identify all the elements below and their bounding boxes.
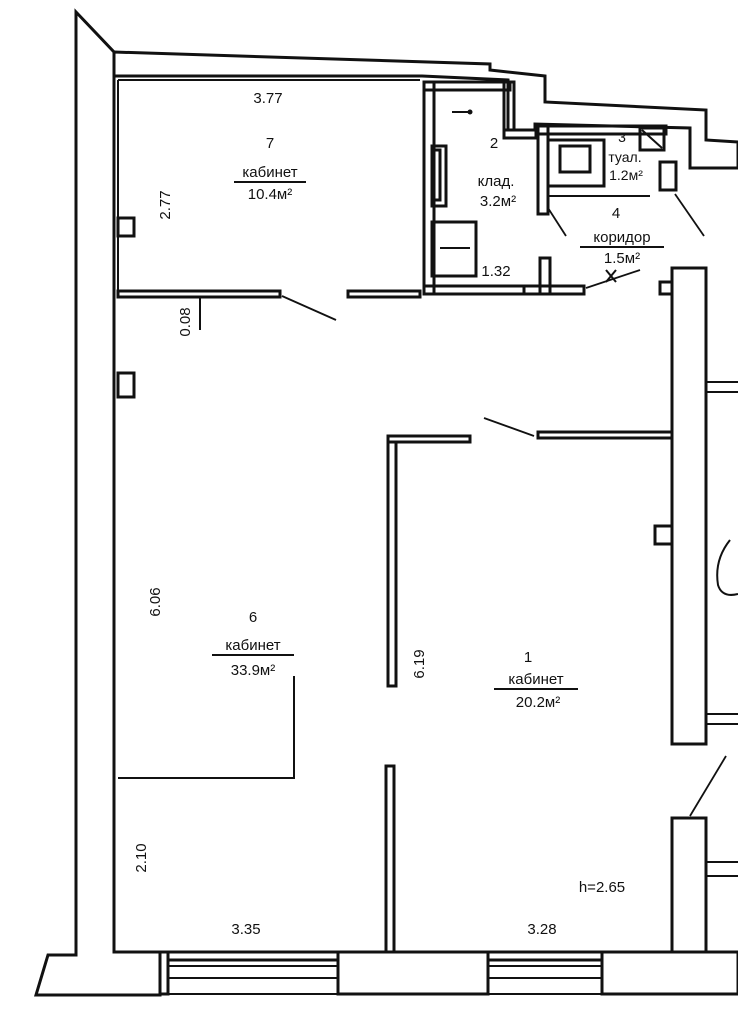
column-upper <box>116 216 136 238</box>
dim-bottom-right: 3.28 <box>527 921 556 938</box>
dim-mid-height: 6.19 <box>411 649 428 678</box>
room3-area: 1.2м² <box>609 167 643 183</box>
room2-number: 2 <box>490 135 498 152</box>
room7-name: кабинет <box>242 164 297 181</box>
dim-left-height: 2.77 <box>157 190 174 219</box>
room3-name: туал. <box>608 149 641 165</box>
room2-name: клад. <box>478 173 515 190</box>
outer-wall-right <box>653 266 738 954</box>
room6-name: кабинет <box>225 637 280 654</box>
room1-area: 20.2м² <box>516 694 561 711</box>
dim-bottom-left: 3.35 <box>231 921 260 938</box>
room4-number: 4 <box>612 205 620 222</box>
room6-number: 6 <box>249 609 257 626</box>
room1-name: кабинет <box>508 671 563 688</box>
room4-name: коридор <box>593 229 650 246</box>
wc-block <box>536 124 705 289</box>
outer-wall-bottom <box>158 950 738 996</box>
dim-lower-left: 2.10 <box>133 843 150 872</box>
room6-area: 33.9м² <box>231 662 276 679</box>
dim-top-width: 3.77 <box>253 90 282 107</box>
room7-walls <box>117 79 420 290</box>
room6-subdivision <box>118 676 295 779</box>
ceiling-height: h=2.65 <box>579 879 625 896</box>
partition-7-6 <box>116 289 422 330</box>
room1-number: 1 <box>524 649 532 666</box>
room7-area: 10.4м² <box>248 186 293 203</box>
room4-area: 1.5м² <box>604 250 640 267</box>
dim-office6-height: 6.06 <box>147 587 164 616</box>
column-middle <box>116 371 136 399</box>
storage-room <box>422 80 586 296</box>
dim-partition: 0.08 <box>177 307 194 336</box>
dim-storage-width: 1.32 <box>481 263 510 280</box>
outer-wall-top <box>112 50 738 170</box>
room7-number: 7 <box>266 135 274 152</box>
room3-number: 3 <box>618 129 626 145</box>
room2-area: 3.2м² <box>480 193 516 210</box>
